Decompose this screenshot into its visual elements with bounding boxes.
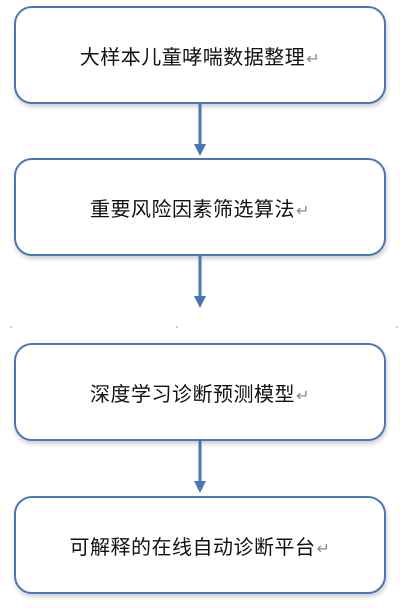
divider-dot xyxy=(176,326,178,328)
flow-step-3: 深度学习诊断预测模型↵ xyxy=(14,343,386,441)
flow-step-1: 大样本儿童哮喘数据整理↵ xyxy=(14,6,386,104)
flow-step-2: 重要风险因素筛选算法↵ xyxy=(14,158,386,256)
flow-step-3-label: 深度学习诊断预测模型↵ xyxy=(90,381,310,406)
flow-arrow-1 xyxy=(194,104,206,156)
paragraph-mark-icon: ↵ xyxy=(296,200,310,220)
flow-step-4-label: 可解释的在线自动诊断平台↵ xyxy=(69,534,331,559)
paragraph-mark-icon: ↵ xyxy=(316,538,331,558)
flow-step-4: 可解释的在线自动诊断平台↵ xyxy=(14,496,386,594)
divider-dot xyxy=(396,326,398,328)
flow-arrow-3 xyxy=(194,441,206,493)
flow-arrow-2 xyxy=(194,256,206,308)
divider-dot xyxy=(10,326,12,328)
flow-step-1-label: 大样本儿童哮喘数据整理↵ xyxy=(79,44,321,69)
paragraph-mark-icon: ↵ xyxy=(296,385,310,405)
paragraph-mark-icon: ↵ xyxy=(306,48,321,68)
flow-step-2-label: 重要风险因素筛选算法↵ xyxy=(90,196,310,221)
